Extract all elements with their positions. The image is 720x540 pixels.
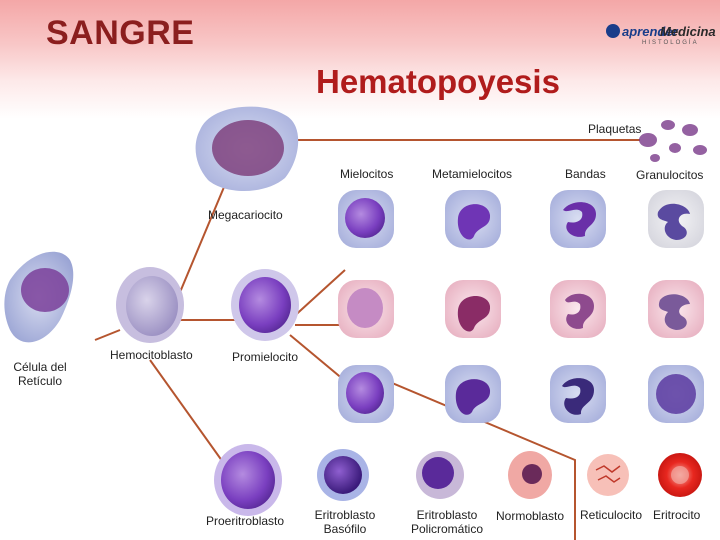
- label-megacariocito: Megacariocito: [208, 208, 283, 222]
- label-eritroblasto-basofilo: Eritroblasto Basófilo: [314, 508, 376, 536]
- eritrocito-cell: [658, 453, 702, 497]
- brand-logo: aprender Medicina HISTOLOGÍA: [606, 22, 716, 48]
- metamielocito-row1: [445, 190, 501, 248]
- granulocito-row1: [648, 190, 704, 248]
- section-title: SANGRE: [46, 14, 195, 52]
- metamielocito-row2: [445, 280, 501, 338]
- label-eritrocito: Eritrocito: [653, 508, 701, 522]
- label-normoblasto: Normoblasto: [496, 509, 565, 523]
- label-proeritroblasto: Proeritroblasto: [206, 514, 285, 528]
- banda-row1: [550, 190, 606, 248]
- label-reticulocito: Reticulocito: [580, 508, 643, 522]
- logo-text-b: Medicina: [660, 24, 716, 39]
- mielocito-row1: [338, 190, 394, 248]
- label-plaquetas: Plaquetas: [588, 122, 642, 136]
- label-hemocitoblasto: Hemocitoblasto: [110, 348, 193, 362]
- label-celula-reticulo: Célula del Retículo: [13, 360, 67, 388]
- reticulocito-cell: [587, 454, 629, 496]
- normoblasto-cell: [508, 451, 552, 499]
- label-promielocito: Promielocito: [232, 350, 299, 364]
- eritroblasto-policromatico-cell: [416, 451, 464, 499]
- label-bandas: Bandas: [565, 167, 606, 181]
- granulocito-row3: [648, 365, 704, 423]
- hemocitoblasto-cell: [116, 267, 184, 343]
- eritroblasto-basofilo-cell: [317, 449, 369, 501]
- logo-subtitle: HISTOLOGÍA: [642, 40, 699, 46]
- page-title: Hematopoyesis: [316, 63, 560, 100]
- mielocito-row2: [338, 280, 394, 338]
- banda-row3: [550, 365, 606, 423]
- brand-icon: [606, 24, 620, 38]
- label-metamielocitos: Metamielocitos: [432, 167, 513, 181]
- metamielocito-row3: [445, 365, 501, 423]
- logo-text-a: aprender: [622, 24, 678, 39]
- granulocito-row2: [648, 280, 704, 338]
- proeritroblasto-cell: [214, 444, 282, 516]
- label-mielocitos: Mielocitos: [340, 167, 394, 181]
- label-eritroblasto-policromatico: Eritroblasto Policromático: [410, 508, 484, 536]
- celula-reticulo-cell: [4, 251, 74, 343]
- mielocito-row3: [338, 365, 394, 423]
- banda-row2: [550, 280, 606, 338]
- megacariocito-cell: [195, 106, 299, 192]
- promielocito-cell: [231, 269, 299, 341]
- label-granulocitos: Granulocitos: [636, 168, 704, 182]
- plaquetas-cluster: [639, 120, 707, 162]
